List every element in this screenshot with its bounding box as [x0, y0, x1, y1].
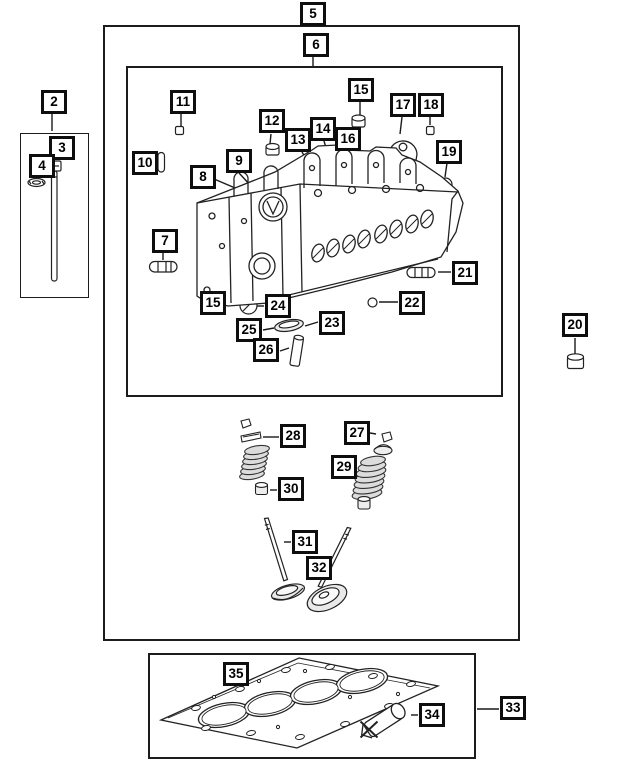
- callout-8-label: 8: [199, 169, 207, 185]
- callout-20[interactable]: 20: [562, 313, 588, 337]
- callout-18[interactable]: 18: [418, 93, 444, 117]
- callout-21[interactable]: 21: [452, 261, 478, 285]
- callout-2-label: 2: [50, 94, 58, 110]
- callout-13[interactable]: 13: [285, 128, 311, 152]
- callout-33[interactable]: 33: [500, 696, 526, 720]
- callout-21-label: 21: [457, 265, 473, 281]
- callout-26[interactable]: 26: [253, 338, 279, 362]
- callout-15-top-label: 15: [353, 82, 369, 98]
- callout-24[interactable]: 24: [265, 294, 291, 318]
- callout-31[interactable]: 31: [292, 530, 318, 554]
- callout-6[interactable]: 6: [303, 33, 329, 57]
- callout-35[interactable]: 35: [223, 662, 249, 686]
- callout-23[interactable]: 23: [319, 311, 345, 335]
- callout-32[interactable]: 32: [306, 556, 332, 580]
- callout-27[interactable]: 27: [344, 421, 370, 445]
- callout-15-bottom-label: 15: [205, 295, 221, 311]
- callout-28[interactable]: 28: [280, 424, 306, 448]
- callout-19-label: 19: [441, 144, 457, 160]
- callout-19[interactable]: 19: [436, 140, 462, 164]
- callout-11[interactable]: 11: [170, 90, 196, 114]
- callout-31-label: 31: [297, 534, 313, 550]
- callout-27-label: 27: [349, 425, 365, 441]
- callout-29-label: 29: [336, 459, 352, 475]
- callout-22[interactable]: 22: [399, 291, 425, 315]
- cup-plug-20-icon: [566, 353, 585, 370]
- callout-14[interactable]: 14: [310, 117, 336, 141]
- callout-11-label: 11: [175, 94, 191, 110]
- callout-10[interactable]: 10: [132, 151, 158, 175]
- callout-10-label: 10: [137, 155, 153, 171]
- callout-2[interactable]: 2: [41, 90, 67, 114]
- callout-32-label: 32: [311, 560, 327, 576]
- callout-24-label: 24: [270, 298, 286, 314]
- callout-12-label: 12: [264, 113, 280, 129]
- callout-35-label: 35: [228, 666, 244, 682]
- callout-5[interactable]: 5: [300, 2, 326, 26]
- callout-22-label: 22: [404, 295, 420, 311]
- callout-30[interactable]: 30: [278, 477, 304, 501]
- callout-14-label: 14: [315, 121, 331, 137]
- callout-28-label: 28: [285, 428, 301, 444]
- callout-3-label: 3: [58, 140, 66, 156]
- callout-15-top[interactable]: 15: [348, 78, 374, 102]
- callout-26-label: 26: [258, 342, 274, 358]
- callout-20-label: 20: [567, 317, 583, 333]
- callout-23-label: 23: [324, 315, 340, 331]
- callout-17-label: 17: [395, 97, 411, 113]
- callout-8[interactable]: 8: [190, 165, 216, 189]
- gasket-frame: [148, 653, 476, 759]
- callout-18-label: 18: [423, 97, 439, 113]
- callout-16[interactable]: 16: [335, 127, 361, 151]
- callout-29[interactable]: 29: [331, 455, 357, 479]
- callout-33-label: 33: [505, 700, 521, 716]
- callout-7-label: 7: [161, 233, 169, 249]
- callout-34[interactable]: 34: [419, 703, 445, 727]
- cylinder-head-frame: [126, 66, 503, 397]
- callout-6-label: 6: [312, 37, 320, 53]
- head-bolt-group-frame: [20, 133, 89, 298]
- callout-7[interactable]: 7: [152, 229, 178, 253]
- callout-9[interactable]: 9: [226, 149, 252, 173]
- outer-frame: [103, 25, 520, 641]
- callout-15-bottom[interactable]: 15: [200, 291, 226, 315]
- callout-9-label: 9: [235, 153, 243, 169]
- callout-4[interactable]: 4: [29, 154, 55, 178]
- callout-5-label: 5: [309, 6, 317, 22]
- callout-30-label: 30: [283, 481, 299, 497]
- callout-17[interactable]: 17: [390, 93, 416, 117]
- callout-12[interactable]: 12: [259, 109, 285, 133]
- callout-34-label: 34: [424, 707, 440, 723]
- callout-25-label: 25: [241, 322, 257, 338]
- callout-13-label: 13: [290, 132, 306, 148]
- callout-16-label: 16: [340, 131, 356, 147]
- callout-4-label: 4: [38, 158, 46, 174]
